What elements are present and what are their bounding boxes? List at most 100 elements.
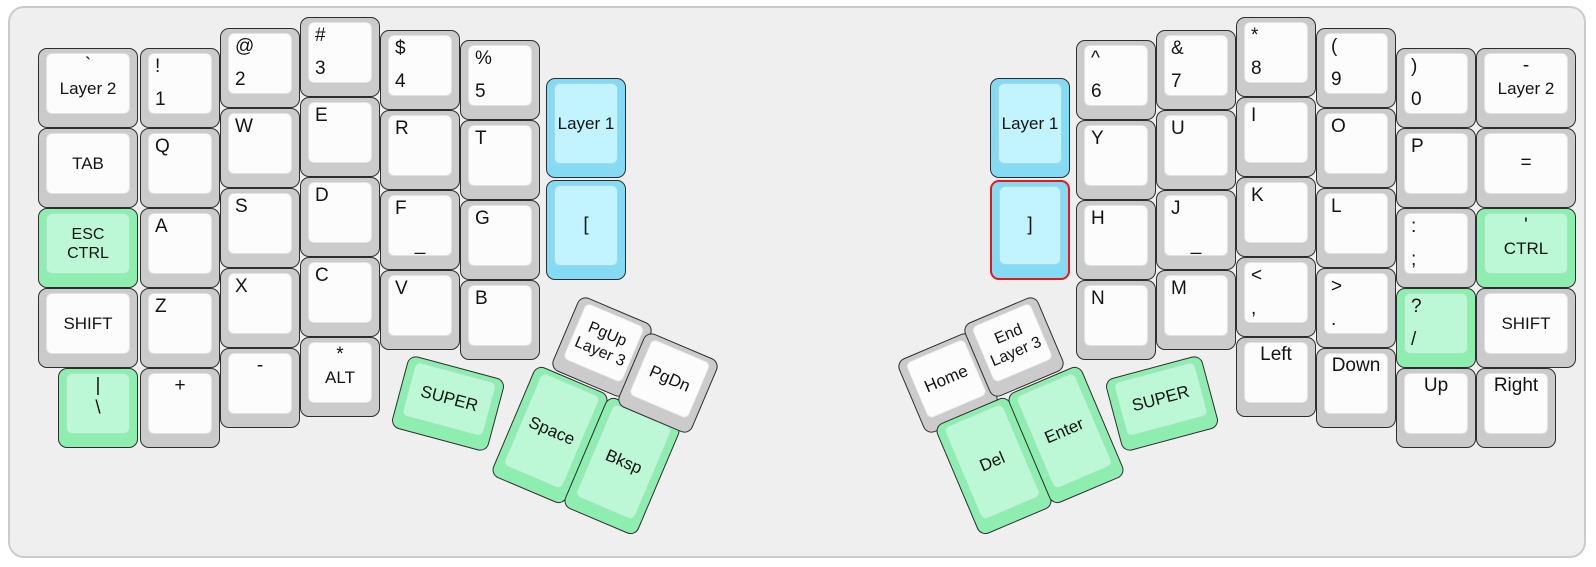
key-l[interactable]: L (1316, 188, 1396, 268)
key-l-label-tl: L (1331, 196, 1342, 217)
key-comma-cap: <, (1244, 262, 1308, 323)
key-down[interactable]: Down (1316, 348, 1396, 428)
key-equals[interactable]: = (1476, 128, 1576, 208)
key-hash-3-label-tl: # (315, 25, 326, 46)
key-h[interactable]: H (1076, 200, 1156, 280)
key-x[interactable]: X (220, 268, 300, 348)
key-k[interactable]: K (1236, 177, 1316, 257)
key-e[interactable]: E (300, 97, 380, 177)
key-d[interactable]: D (300, 177, 380, 257)
key-f-label-bc: _ (414, 234, 426, 256)
key-pgup-layer3-label-c: PgUp Layer 3 (572, 318, 630, 370)
key-grave-layer2-label-c: Layer 2 (59, 79, 117, 99)
key-hash-3[interactable]: #3 (300, 17, 380, 97)
key-slash[interactable]: ?/ (1396, 288, 1476, 368)
key-s[interactable]: S (220, 188, 300, 268)
key-lbracket[interactable]: [ (546, 180, 626, 280)
key-period[interactable]: >. (1316, 268, 1396, 348)
key-j[interactable]: J_ (1156, 190, 1236, 270)
key-j-label-tl: J (1171, 198, 1181, 219)
key-o[interactable]: O (1316, 108, 1396, 188)
key-asterisk-8[interactable]: *8 (1236, 17, 1316, 97)
key-tab[interactable]: TAB (38, 128, 138, 208)
key-minus[interactable]: - (220, 348, 300, 428)
key-z[interactable]: Z (140, 288, 220, 368)
key-quote-ctrl-label-tc: ' (1524, 215, 1528, 236)
key-p-label-tl: P (1411, 136, 1424, 157)
key-t-label-tl: T (475, 128, 487, 149)
key-semicolon-label-tl: : (1411, 216, 1417, 237)
key-comma[interactable]: <, (1236, 257, 1316, 337)
key-s-cap: S (228, 193, 292, 254)
key-caret-6-label-tl: ^ (1091, 48, 1100, 69)
key-v[interactable]: V (380, 270, 460, 350)
key-shift-right[interactable]: SHIFT (1476, 288, 1576, 368)
key-b-label-tl: B (475, 288, 488, 309)
key-dollar-4[interactable]: $4 (380, 30, 460, 110)
key-n[interactable]: N (1076, 280, 1156, 360)
key-at-2[interactable]: @2 (220, 28, 300, 108)
key-pipe-backslash[interactable]: |\ (58, 368, 138, 448)
key-w[interactable]: W (220, 108, 300, 188)
key-dollar-4-cap: $4 (388, 35, 452, 96)
key-minus-layer2-cap: -Layer 2 (1484, 53, 1568, 114)
key-rparen-0[interactable]: )0 (1396, 48, 1476, 128)
key-y[interactable]: Y (1076, 120, 1156, 200)
key-m[interactable]: M (1156, 270, 1236, 350)
key-semicolon[interactable]: :; (1396, 208, 1476, 288)
key-rbracket[interactable]: ] (990, 180, 1070, 280)
key-m-cap: M (1164, 275, 1228, 336)
key-quote-ctrl[interactable]: 'CTRL (1476, 208, 1576, 288)
key-percent-5[interactable]: %5 (460, 40, 540, 120)
key-exclam-1[interactable]: !1 (140, 48, 220, 128)
key-asterisk-alt[interactable]: *ALT (300, 337, 380, 417)
key-up-cap: Up (1404, 373, 1468, 434)
key-super-right-cap: SUPER (1113, 361, 1209, 438)
key-plus-label-tc: + (174, 375, 186, 396)
key-r[interactable]: R (380, 110, 460, 190)
key-q[interactable]: Q (140, 128, 220, 208)
key-super-right[interactable]: SUPER (1103, 354, 1221, 453)
key-shift-right-cap: SHIFT (1484, 293, 1568, 354)
key-dollar-4-label-bl: 4 (395, 71, 406, 93)
key-a[interactable]: A (140, 208, 220, 288)
key-o-cap: O (1324, 113, 1388, 174)
key-u[interactable]: U (1156, 110, 1236, 190)
key-caret-6[interactable]: ^6 (1076, 40, 1156, 120)
key-percent-5-label-tl: % (475, 48, 492, 69)
key-del-label-c: Del (976, 447, 1008, 475)
key-d-label-tl: D (315, 185, 329, 206)
key-layer1-left[interactable]: Layer 1 (546, 78, 626, 178)
key-comma-label-bl: , (1251, 298, 1257, 320)
key-f[interactable]: F_ (380, 190, 460, 270)
key-c[interactable]: C (300, 257, 380, 337)
key-minus-layer2[interactable]: -Layer 2 (1476, 48, 1576, 128)
key-rparen-0-cap: )0 (1404, 53, 1468, 114)
key-layer1-right[interactable]: Layer 1 (990, 78, 1070, 178)
key-n-cap: N (1084, 285, 1148, 346)
key-shift-left[interactable]: SHIFT (38, 288, 138, 368)
key-grave-layer2[interactable]: `Layer 2 (38, 48, 138, 128)
key-esc-ctrl[interactable]: ESC CTRL (38, 208, 138, 288)
key-plus[interactable]: + (140, 368, 220, 448)
key-left[interactable]: Left (1236, 337, 1316, 417)
key-amp-7-cap: &7 (1164, 35, 1228, 96)
key-c-cap: C (308, 262, 372, 323)
key-pipe-backslash-label-c: \ (95, 397, 101, 419)
key-i[interactable]: I (1236, 97, 1316, 177)
key-semicolon-label-bl: ; (1411, 249, 1417, 271)
key-b[interactable]: B (460, 280, 540, 360)
key-lparen-9[interactable]: (9 (1316, 28, 1396, 108)
key-super-right-label-c: SUPER (1129, 381, 1192, 416)
key-t[interactable]: T (460, 120, 540, 200)
key-caret-6-label-bl: 6 (1091, 81, 1102, 103)
key-slash-label-tl: ? (1411, 296, 1422, 317)
key-p[interactable]: P (1396, 128, 1476, 208)
key-u-label-tl: U (1171, 118, 1185, 139)
key-amp-7[interactable]: &7 (1156, 30, 1236, 110)
key-super-left[interactable]: SUPER (389, 354, 507, 453)
key-up[interactable]: Up (1396, 368, 1476, 448)
key-right[interactable]: Right (1476, 368, 1556, 448)
key-g[interactable]: G (460, 200, 540, 280)
